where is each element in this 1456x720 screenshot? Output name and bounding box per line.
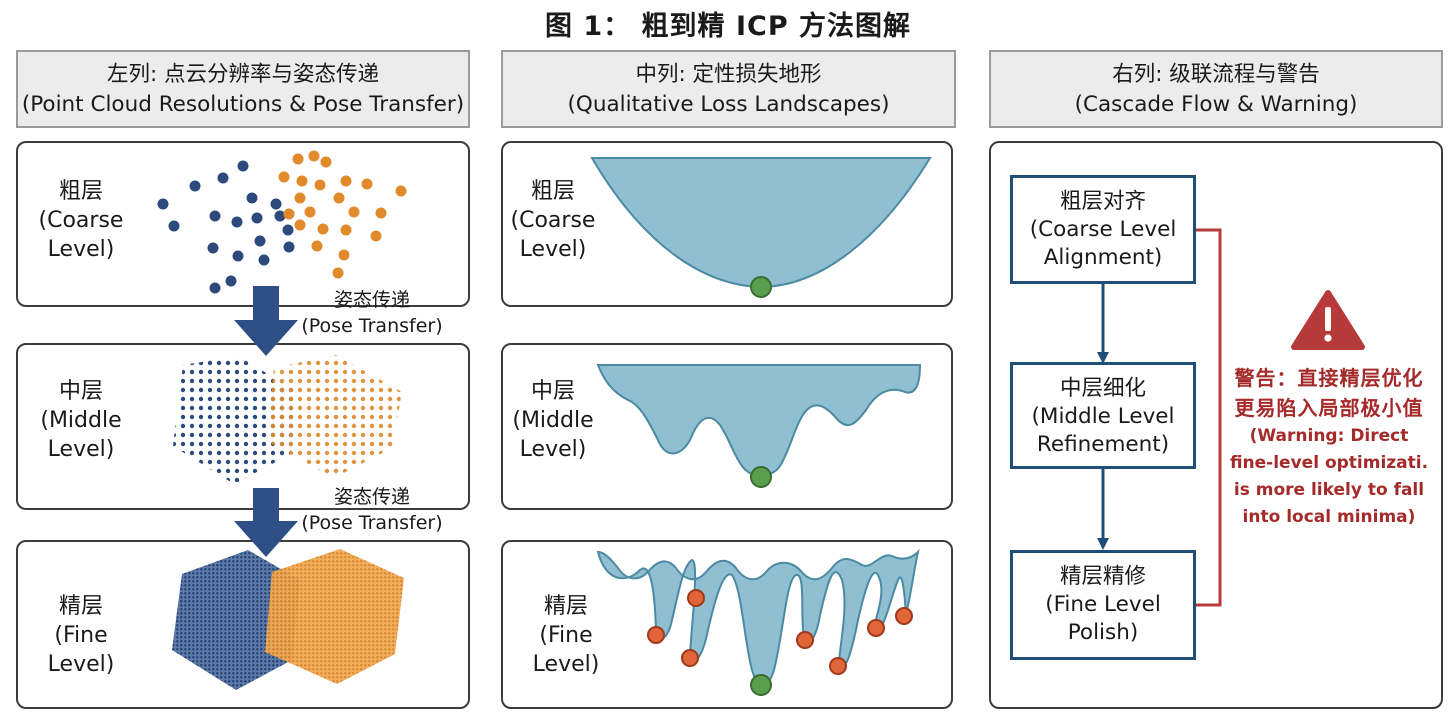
middle-middle-label-en2: Level) — [519, 437, 587, 462]
fine-local-minima — [647, 589, 913, 675]
left-middle-label-en1: (Middle — [40, 408, 122, 433]
warning-en-line-2: fine-level optimizati. — [1229, 453, 1429, 473]
pose-transfer-arrow-2 — [234, 488, 298, 557]
fine-cube-blue — [172, 550, 300, 690]
pose-transfer-label-1: 姿态传递 (Pose Transfer) — [290, 287, 454, 339]
left-header-cn: 左列: 点云分辨率与姿态传递 — [106, 62, 380, 87]
middle-coarse-label: 粗层 (Coarse Level) — [506, 177, 600, 264]
left-coarse-label-en1: (Coarse — [38, 208, 124, 233]
middle-header-cn: 中列: 定性损失地形 — [635, 62, 822, 87]
pose-transfer-1-en: (Pose Transfer) — [301, 315, 443, 337]
fine-polish-en2: Polish) — [1067, 620, 1139, 645]
coarse-global-minimum — [750, 276, 772, 298]
right-header-cn: 右列: 级联流程与警告 — [1112, 62, 1320, 87]
pose-transfer-arrow-1 — [234, 286, 298, 356]
warning-bracket — [1196, 228, 1222, 607]
left-column-header: 左列: 点云分辨率与姿态传递 (Point Cloud Resolutions … — [16, 50, 470, 128]
middle-fine-label: 精层 (Fine Level) — [503, 592, 629, 679]
coarse-alignment-box: 粗层对齐 (Coarse Level Alignment) — [1010, 175, 1196, 284]
left-coarse-label-cn: 粗层 — [58, 179, 103, 204]
pose-transfer-1-cn: 姿态传递 — [333, 289, 410, 311]
left-fine-label: 精层 (Fine Level) — [18, 592, 144, 679]
left-header-en: (Point Cloud Resolutions & Pose Transfer… — [21, 92, 465, 117]
fine-global-minimum — [750, 674, 772, 696]
middle-refinement-en1: (Middle Level — [1031, 404, 1175, 429]
middle-header-en: (Qualitative Loss Landscapes) — [567, 92, 890, 117]
coarse-alignment-en1: (Coarse Level — [1029, 217, 1177, 242]
warning-en-line-1: (Warning: Direct — [1249, 426, 1409, 446]
coarse-alignment-en2: Alignment) — [1043, 245, 1163, 270]
middle-cube-blue — [173, 356, 298, 484]
coarse-point-cloud-blue — [157, 160, 295, 294]
middle-middle-label-cn: 中层 — [530, 379, 575, 404]
middle-fine-label-en1: (Fine Level) — [532, 623, 600, 677]
pose-transfer-2-en: (Pose Transfer) — [301, 512, 443, 534]
pose-transfer-label-2: 姿态传递 (Pose Transfer) — [290, 484, 454, 536]
middle-loss-landscape — [596, 364, 922, 477]
left-middle-label: 中层 (Middle Level) — [26, 377, 136, 464]
left-coarse-label-en2: Level) — [47, 237, 115, 262]
left-middle-label-cn: 中层 — [58, 379, 103, 404]
right-column-header: 右列: 级联流程与警告 (Cascade Flow & Warning) — [989, 50, 1443, 128]
warning-text: 警告：直接精层优化 更易陷入局部极小值 (Warning: Direct fin… — [1222, 363, 1436, 531]
middle-fine-label-cn: 精层 — [543, 594, 588, 619]
middle-refinement-cn: 中层细化 — [1059, 376, 1146, 401]
middle-coarse-label-en1: (Coarse — [510, 208, 596, 233]
left-coarse-label: 粗层 (Coarse Level) — [26, 177, 136, 264]
warning-en-line-3: is more likely to fall — [1233, 480, 1425, 500]
middle-middle-label-en1: (Middle — [512, 408, 594, 433]
right-header-en: (Cascade Flow & Warning) — [1074, 92, 1358, 117]
middle-coarse-label-cn: 粗层 — [530, 179, 575, 204]
middle-coarse-label-en2: Level) — [519, 237, 587, 262]
coarse-loss-landscape — [590, 157, 932, 289]
middle-middle-label: 中层 (Middle Level) — [506, 377, 600, 464]
middle-refinement-en2: Refinement) — [1036, 432, 1170, 457]
left-middle-label-en2: Level) — [47, 437, 115, 462]
left-fine-label-en1: (Fine Level) — [47, 623, 115, 677]
pose-transfer-2-cn: 姿态传递 — [333, 486, 410, 508]
middle-cube-orange — [266, 355, 402, 478]
fine-polish-box: 精层精修 (Fine Level Polish) — [1010, 550, 1196, 660]
warning-cn-line-2: 更易陷入局部极小值 — [1234, 396, 1424, 420]
coarse-alignment-cn: 粗层对齐 — [1059, 189, 1146, 214]
middle-refinement-box: 中层细化 (Middle Level Refinement) — [1010, 362, 1196, 469]
middle-global-minimum — [750, 466, 772, 488]
coarse-point-cloud-orange — [278, 150, 407, 279]
figure-title: 图 1： 粗到精 ICP 方法图解 — [544, 11, 912, 42]
warning-triangle-icon — [1291, 290, 1365, 350]
fine-polish-en1: (Fine Level — [1045, 592, 1161, 617]
warning-en-line-4: into local minima) — [1242, 507, 1416, 527]
middle-column-header: 中列: 定性损失地形 (Qualitative Loss Landscapes) — [501, 50, 956, 128]
fine-cube-orange — [265, 549, 404, 684]
fine-polish-cn: 精层精修 — [1059, 564, 1146, 589]
warning-cn-line-1: 警告：直接精层优化 — [1234, 366, 1424, 390]
left-fine-label-cn: 精层 — [58, 594, 103, 619]
fine-loss-landscape — [596, 548, 920, 686]
